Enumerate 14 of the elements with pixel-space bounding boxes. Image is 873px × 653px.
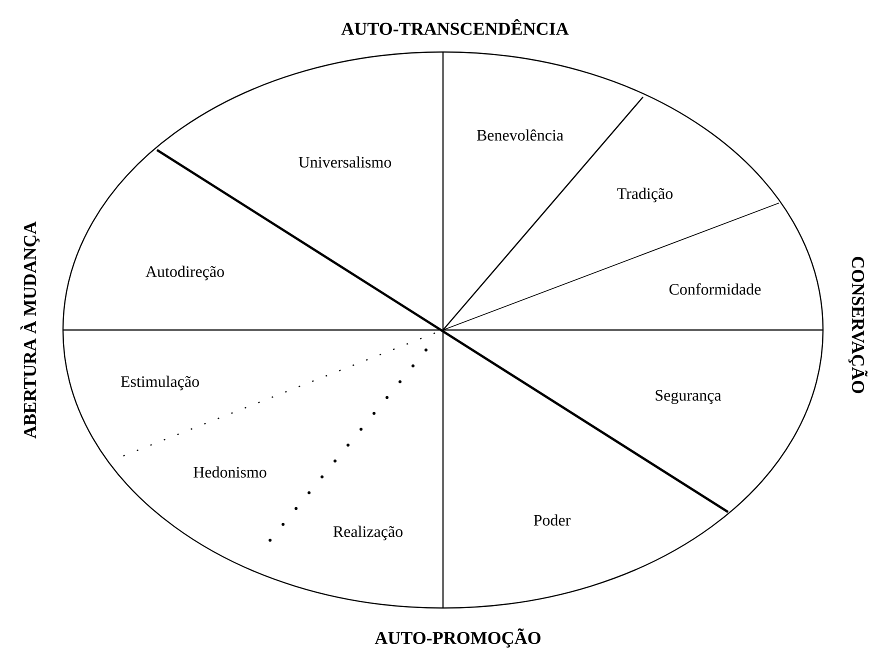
value-label: Universalismo [298, 156, 392, 168]
axis-heading: AUTO-TRANSCENDÊNCIA [341, 19, 569, 35]
value-label: Tradição [617, 188, 673, 202]
value-label: Benevolência [476, 129, 564, 141]
value-label: Autodireção [146, 266, 224, 280]
axis-heading: AUTO-PROMOÇÃO [374, 628, 540, 648]
value-label: Estimulação [120, 376, 199, 390]
value-label: Realização [333, 526, 402, 540]
value-label: Poder [534, 514, 571, 526]
axis-heading: CONSERVAÇÃO [848, 256, 868, 394]
value-label: Conformidade [669, 283, 761, 295]
value-label: Hedonismo [194, 466, 266, 478]
axis-heading: ABERTURA À MUDANÇA [20, 221, 40, 438]
value-label: Segurança [656, 390, 722, 404]
